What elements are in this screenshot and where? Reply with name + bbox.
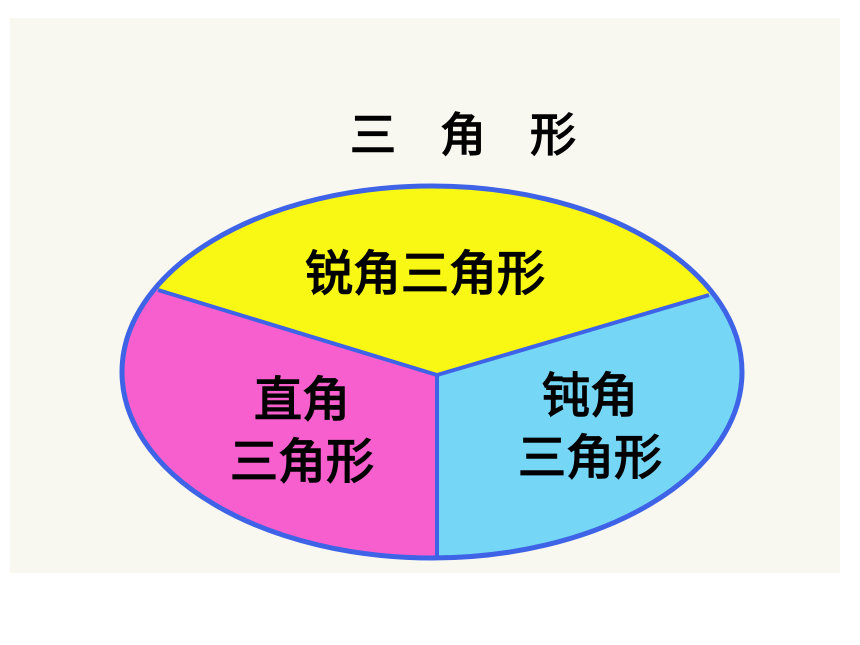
diagram-title: 三 角 形 (349, 108, 591, 162)
divider-line (436, 293, 710, 377)
ellipse-outline (119, 183, 745, 561)
region-dividers (157, 288, 710, 558)
divider-line (157, 288, 438, 377)
acute-triangle-label: 锐角三角形 (305, 246, 545, 302)
right-triangle-label-line2: 三角形 (230, 434, 374, 490)
obtuse-triangle-label-line1: 钝角 (542, 368, 638, 424)
right-triangle-label-line1: 直角 (254, 372, 350, 428)
obtuse-triangle-label-line2: 三角形 (518, 430, 662, 486)
